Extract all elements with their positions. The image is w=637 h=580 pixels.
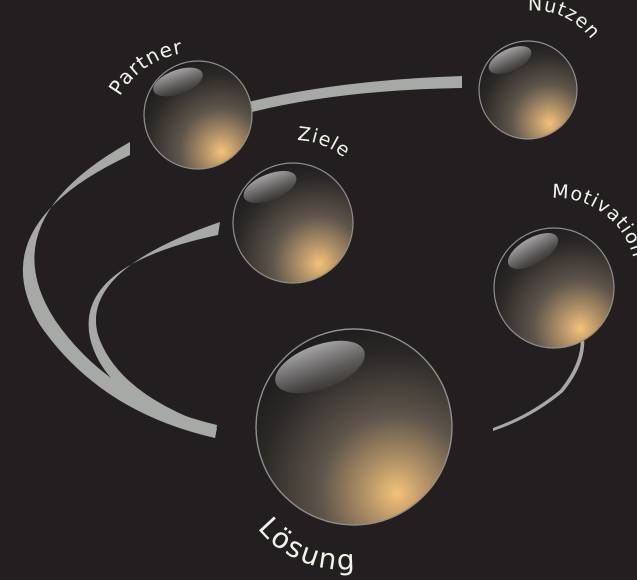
sphere-partner (144, 61, 252, 169)
label-ziele: Ziele (296, 123, 354, 162)
label-nutzen: Nutzen (528, 0, 605, 43)
sphere-nutzen (479, 40, 577, 139)
band-ziele-loesung (89, 222, 220, 438)
sphere-ziele (233, 163, 353, 283)
sphere-motivation (494, 226, 614, 348)
band-partner-loesung (23, 142, 217, 438)
sphere-loesung (256, 329, 452, 525)
band-partner-nutzen (248, 76, 462, 112)
